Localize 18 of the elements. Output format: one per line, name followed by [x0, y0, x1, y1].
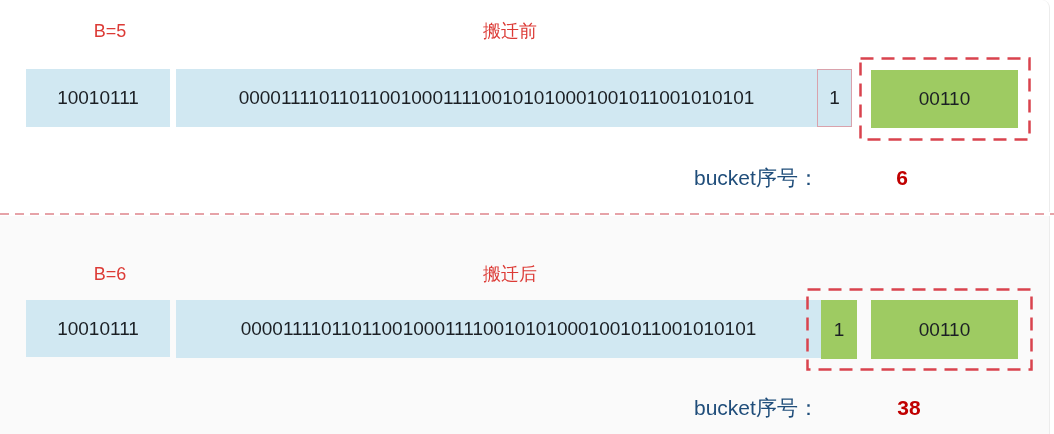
- value-label: 6: [896, 165, 908, 191]
- stage-title: 搬迁后: [483, 263, 537, 285]
- parameter-label: B=6: [93, 263, 127, 285]
- bit-box: 00001111011011001000111100101010001001011001010101: [176, 300, 821, 358]
- highlighted-bit-box: 1: [821, 300, 857, 359]
- highlighted-bit-box: 00110: [871, 300, 1018, 359]
- field-label: bucket序号：: [694, 395, 819, 421]
- stage-title: 搬迁前: [483, 20, 537, 42]
- dashed-frame: [859, 57, 1031, 141]
- bit-box: 10010111: [26, 69, 170, 127]
- bit-box: 1: [817, 69, 852, 127]
- value-label: 38: [897, 395, 921, 421]
- dashed-frame: [806, 288, 1033, 371]
- parameter-label: B=5: [93, 20, 127, 42]
- highlighted-bit-box: 00110: [871, 70, 1018, 128]
- field-label: bucket序号：: [694, 165, 819, 191]
- bit-box: 10010111: [26, 300, 170, 357]
- bit-box: 00001111011011001000111100101010001001011001010101: [176, 69, 817, 127]
